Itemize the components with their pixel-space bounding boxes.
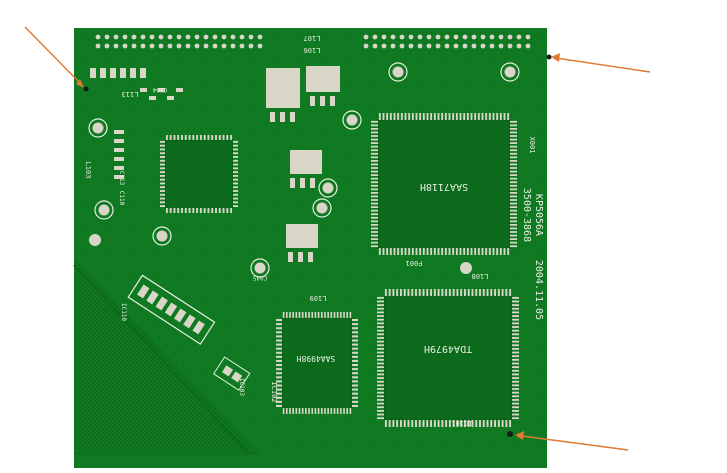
- chip-label-medium: SAA4998H: [297, 354, 336, 363]
- regulator-pad: [290, 150, 322, 174]
- label-l103: L103: [84, 162, 92, 179]
- chip-footprint-small-left: [164, 139, 234, 209]
- label-ic103: IC103: [238, 378, 245, 396]
- label-ic101: IC101: [451, 419, 472, 427]
- header-pin-row-left: [95, 34, 263, 49]
- label-x001: X001: [528, 137, 536, 154]
- label-ic102: IC102: [270, 381, 278, 402]
- regulator-pad: [286, 224, 318, 248]
- label-ic110: IC110: [120, 303, 127, 321]
- annotation-arrow-top-left: [24, 26, 84, 88]
- annotation-arrow-bottom-right: [515, 431, 629, 451]
- chip-label-lower: TDA4979H: [424, 343, 472, 354]
- mounting-hole: [460, 262, 472, 274]
- label-l113: L113: [122, 90, 139, 98]
- ground-plane-area: [74, 258, 262, 455]
- regulator-pad: [266, 68, 300, 108]
- mounting-hole: [89, 234, 101, 246]
- label-c045: C045: [252, 274, 267, 281]
- small-connector: [212, 356, 251, 391]
- chip-footprint-lower: [383, 295, 513, 421]
- chip-label-upper: SAA7118H: [420, 181, 468, 192]
- label-c104: C104: [152, 86, 167, 93]
- chip-footprint-upper: [377, 119, 511, 249]
- chip-footprint-medium: [281, 317, 353, 409]
- annotation-arrow-top-right: [551, 53, 651, 73]
- board-code: 3500-3868: [521, 188, 532, 242]
- board-date: 2004.11.05: [533, 260, 544, 320]
- header-pin-row-right: [363, 34, 531, 49]
- board-part-number: KP5056A: [533, 194, 544, 236]
- label-l107: L107: [304, 34, 321, 42]
- label-l108: L108: [472, 272, 489, 280]
- label-c110: C110: [118, 191, 125, 206]
- smd-component-cluster: [90, 68, 183, 179]
- label-c113: C113: [118, 171, 125, 186]
- regulator-pad: [306, 66, 340, 92]
- label-l109: L109: [310, 294, 327, 302]
- label-f001: F001: [406, 259, 423, 267]
- label-l106: L106: [304, 46, 321, 54]
- edge-connector: [127, 274, 216, 345]
